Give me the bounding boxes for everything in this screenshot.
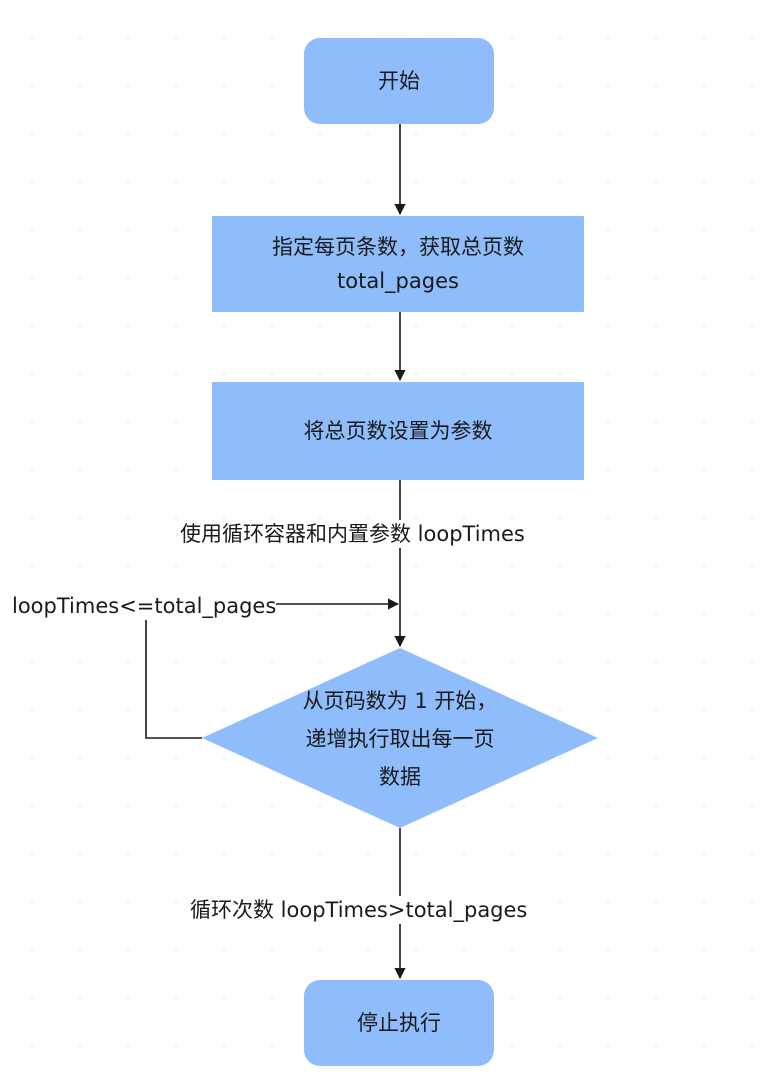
node-start[interactable]: 开始	[304, 38, 494, 124]
node-get-total-pages[interactable]: 指定每页条数，获取总页数 total_pages	[212, 216, 584, 312]
node-set-parameter-label: 将总页数设置为参数	[303, 419, 493, 443]
node-get-total-pages-label: 指定每页条数，获取总页数 total_pages	[272, 235, 524, 293]
node-end-label: 停止执行	[357, 1011, 441, 1035]
decision-diamond[interactable]	[202, 648, 598, 828]
node-end[interactable]: 停止执行	[304, 980, 494, 1066]
edge-label-loop-container: 使用循环容器和内置参数 loopTimes	[180, 520, 525, 548]
node-start-label: 开始	[378, 69, 420, 93]
node-set-parameter[interactable]: 将总页数设置为参数	[212, 382, 584, 480]
edge-label-exit-condition: 循环次数 loopTimes>total_pages	[190, 896, 528, 924]
edge-label-loop-condition: loopTimes<=total_pages	[12, 592, 277, 620]
decision-label: 从页码数为 1 开始， 递增执行取出每一页 数据	[302, 689, 498, 789]
